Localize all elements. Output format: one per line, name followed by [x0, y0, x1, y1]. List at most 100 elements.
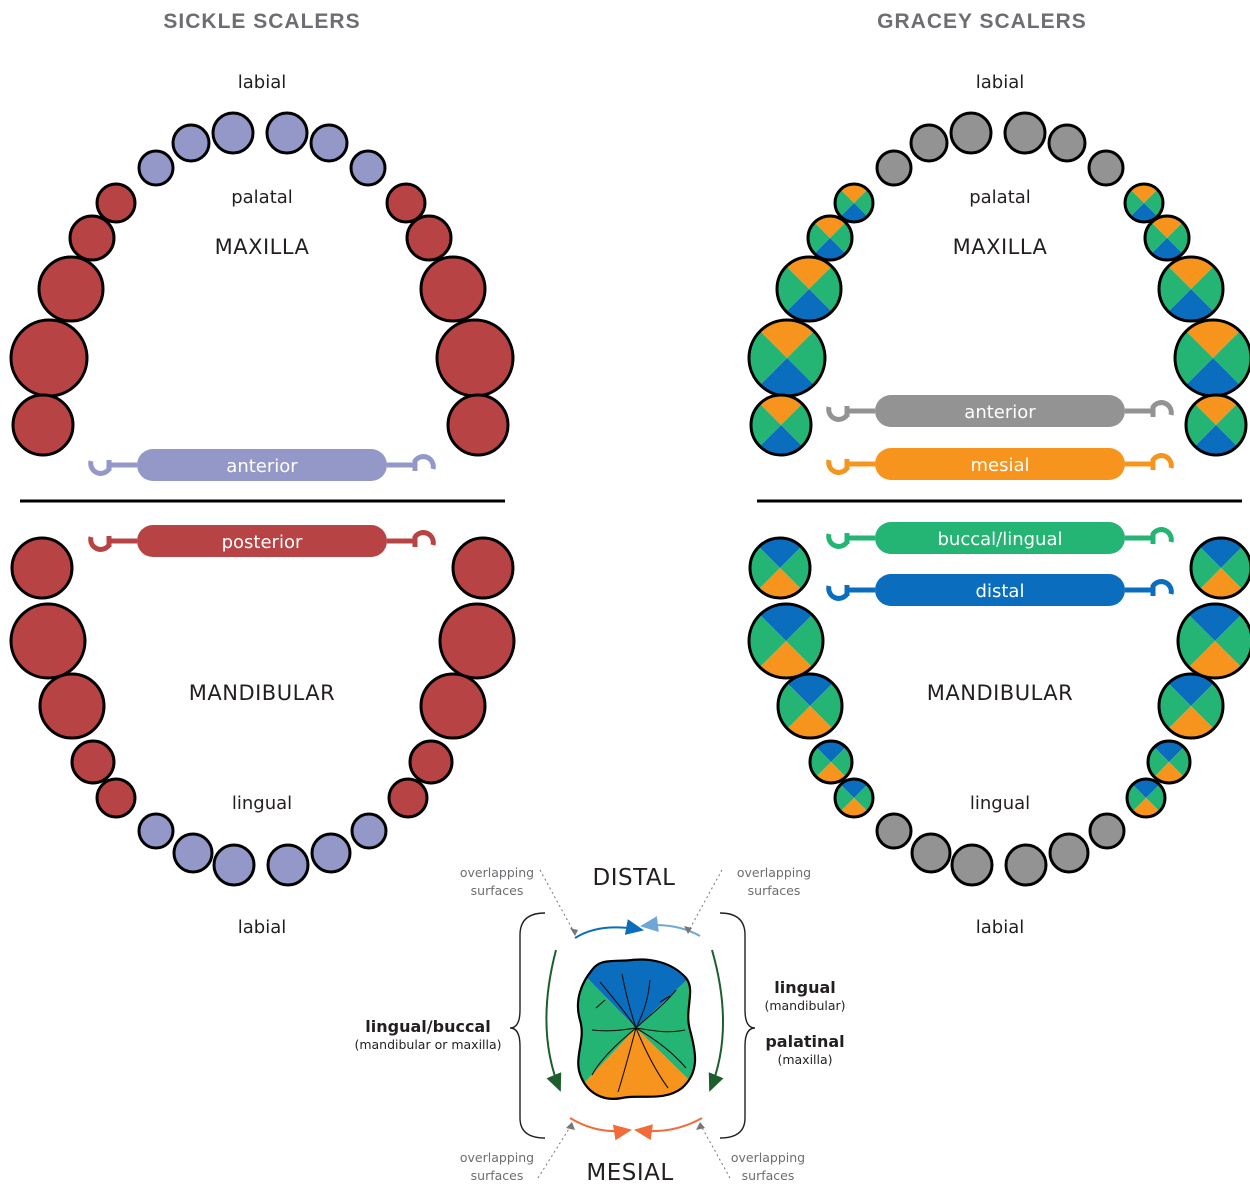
gracey-lingual: lingual [970, 793, 1030, 814]
gracey-lower-anterior-tooth [950, 843, 994, 887]
tooth-sector [1132, 798, 1160, 818]
tooth-sector [1191, 683, 1223, 729]
sickle-lower-posterior-tooth [38, 672, 106, 740]
tooth-outline-ring [1184, 393, 1248, 457]
tooth-sector [1154, 741, 1184, 762]
tooth-sector [787, 706, 833, 739]
sickle-lower-posterior-tooth [408, 739, 454, 785]
gracey-palatal: palatal [969, 187, 1031, 208]
tooth-outline-ring [776, 672, 844, 740]
gracey-lower-anterior-tooth [1088, 812, 1126, 850]
gracey-upper-posterior-tooth [1184, 393, 1248, 457]
instrument-handle [137, 449, 387, 481]
sickle-upper-anterior-tooth [211, 111, 255, 155]
gracey-upper-posterior-tooth [1123, 182, 1165, 224]
gracey-lower-anterior-tooth [1004, 843, 1048, 887]
sickle-lower-posterior-tooth [419, 672, 487, 740]
sickle-upper-posterior-tooth [37, 255, 105, 323]
tooth-sector [840, 779, 868, 798]
sickle-upper-posterior-tooth [405, 214, 453, 262]
overlap-br-1: overlapping [731, 1150, 805, 1165]
sickle-lower-anterior-tooth [137, 812, 175, 850]
sickle-posterior-label: posterior [222, 532, 303, 553]
mesial-surface [577, 1028, 696, 1099]
tooth-sector [835, 784, 854, 812]
tooth-sector [759, 425, 803, 456]
lingual-surface [636, 959, 696, 1099]
sickle-anterior-instrument [88, 449, 436, 481]
instrument-tip-left [826, 533, 850, 549]
tooth-sector [816, 741, 846, 762]
sickle-lower-anterior-tooth [310, 832, 352, 874]
sickle-mandibular: MANDIBULAR [189, 681, 335, 705]
tooth-outline-ring [1146, 739, 1192, 785]
gracey-lower-posterior-tooth [1157, 672, 1225, 740]
tooth-sector [760, 358, 814, 396]
left-brace [509, 912, 546, 1139]
gracey-anterior-label: anterior [964, 402, 1036, 423]
tooth-sector [808, 222, 830, 254]
sickle-upper-anterior-tooth [265, 111, 309, 155]
gracey-buccal-lingual-instrument [826, 522, 1174, 554]
gracey-lower-posterior-tooth [1176, 602, 1250, 680]
gracey-upper-anterior-tooth [1087, 149, 1125, 187]
tooth-sector [840, 798, 868, 817]
tooth-sector [1168, 289, 1214, 322]
tooth-sector [835, 189, 854, 217]
tooth-sector [814, 238, 846, 260]
instrument-tip-right [1150, 400, 1174, 417]
mesial-arrow-right [569, 1117, 632, 1141]
lingual-label: lingual [774, 978, 835, 997]
tooth-sector [1186, 319, 1240, 358]
gracey-lower-posterior-tooth [808, 739, 854, 785]
sickle-title: SICKLE SCALERS [163, 10, 360, 33]
tooth-sector [830, 222, 852, 254]
lingual-buccal-sub: (mandibular or maxilla) [354, 1037, 501, 1052]
instrument-tip-left [88, 460, 112, 476]
tooth-sector [810, 747, 831, 777]
tooth-outline-ring [1143, 214, 1191, 262]
gracey-labial-bottom: labial [976, 917, 1025, 938]
gracey-upper-anterior-tooth [909, 123, 949, 163]
sickle-lower-posterior-tooth [70, 739, 116, 785]
tooth-sector [758, 538, 802, 568]
tooth-sector [1194, 425, 1238, 456]
teeth-layer [9, 111, 1250, 887]
tooth-sector [750, 546, 780, 590]
sickle-upper-anterior-tooth [137, 149, 175, 187]
palatinal-label: palatinal [765, 1032, 844, 1051]
palatinal-sub: (maxilla) [777, 1052, 832, 1067]
gracey-upper-posterior-tooth [1143, 214, 1191, 262]
overlap-tl-2: surfaces [471, 883, 524, 898]
sickle-upper-anterior-tooth [309, 123, 349, 163]
tooth-sector [748, 614, 786, 668]
tooth-sector [1191, 266, 1223, 312]
tooth-sector [1174, 331, 1213, 385]
gracey-upper-anterior-tooth [875, 149, 913, 187]
tooth-sector [1194, 394, 1238, 425]
gracey-lower-posterior-tooth [1125, 777, 1167, 819]
gracey-lower-posterior-tooth [833, 777, 875, 819]
tooth-sector [748, 331, 787, 385]
sickle-lower-posterior-tooth [451, 536, 515, 600]
sickle-lower-anterior-tooth [266, 843, 310, 887]
tooth-sector [854, 189, 873, 217]
tooth-sector [1168, 673, 1214, 706]
tooth-sector [1130, 203, 1158, 223]
tooth-detail: DISTAL MESIAL overlapping surfaces overl… [354, 865, 845, 1185]
sickle-anterior-label: anterior [226, 456, 298, 477]
instrument-tip-right [412, 530, 436, 547]
tooth-sector [1151, 215, 1183, 238]
lingual-sub: (mandibular) [764, 998, 845, 1013]
tooth-sector [751, 403, 781, 447]
tooth-sector [1168, 256, 1214, 289]
tooth-sector [1186, 358, 1240, 397]
tooth-sector [840, 183, 868, 203]
tooth-sector [759, 395, 803, 425]
sickle-upper-posterior-tooth [446, 393, 510, 457]
sickle-labial-bottom: labial [238, 917, 287, 938]
tooth-sector [1144, 189, 1163, 217]
overlap-br-2: surfaces [742, 1168, 795, 1183]
instruments-layer [88, 395, 1174, 606]
